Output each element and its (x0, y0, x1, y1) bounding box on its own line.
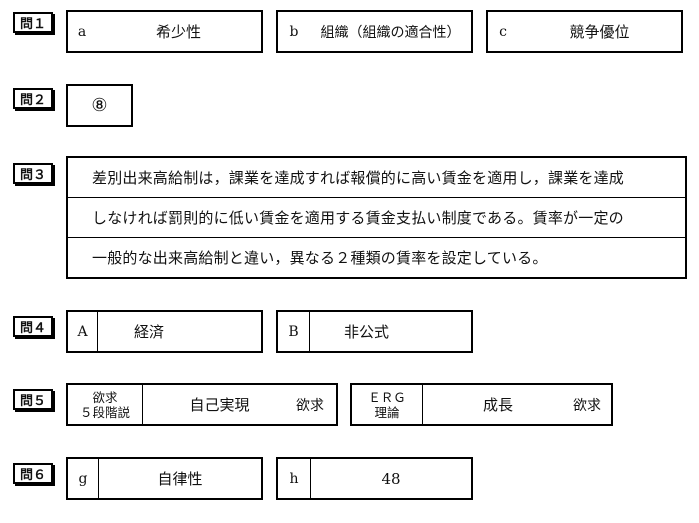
q3-line-3: 一般的な出来高給制と違い，異なる２種類の賃率を設定している。 (68, 237, 685, 277)
question-1-label: 問１ (13, 12, 53, 33)
q3-line-2: しなければ罰則的に低い賃金を適用する賃金支払い制度である。賃率が一定の (68, 197, 685, 237)
q5-key-1: 欲求 ５段階説 (68, 385, 142, 424)
q4-key-b: B (278, 312, 310, 351)
q5-key-1-line-1: 欲求 (92, 389, 118, 405)
q5-value-2: 成長 (422, 385, 573, 424)
question-6-label: 問６ (13, 463, 53, 484)
q1-answer-a: a 希少性 (66, 10, 263, 53)
question-5-label: 問５ (13, 389, 53, 410)
q4-value-b: 非公式 (344, 323, 390, 341)
q4-value-a: 経済 (134, 323, 165, 341)
q1-answer-b: b 組織（組織の適合性） (276, 10, 473, 53)
q1-key-c: c (499, 23, 507, 40)
q2-answer: ⑧ (91, 95, 108, 116)
q6-value-g: 自律性 (98, 459, 261, 498)
q5-answer-2: ＥＲＧ 理論 成長 欲求 (350, 383, 613, 426)
q1-value-c: 競争優位 (569, 23, 630, 41)
q1-key-a: a (77, 23, 87, 40)
q1-value-a: 希少性 (155, 23, 201, 41)
q4-answer-a: A 経済 (66, 310, 263, 353)
q6-key-h: h (289, 470, 299, 487)
question-4-label: 問４ (13, 316, 53, 337)
q4-key-a: A (68, 312, 98, 351)
q5-key-1-line-2: ５段階説 (79, 404, 130, 420)
q6-answer-h: h 48 (276, 457, 473, 500)
q1-value-b: 組織（組織の適合性） (320, 24, 461, 41)
q6-value-h: 48 (310, 459, 471, 498)
q5-key-2-line-2: 理論 (374, 404, 400, 420)
q6-answer-g: g 自律性 (66, 457, 263, 500)
q5-key-2: ＥＲＧ 理論 (352, 385, 422, 424)
q6-key-g: g (78, 470, 88, 487)
q5-answer-1: 欲求 ５段階説 自己実現 欲求 (66, 383, 338, 426)
q1-key-b: b (289, 23, 299, 40)
q3-answer-box: 差別出来高給制は，課業を達成すれば報償的に高い賃金を適用し，課業を達成 しなけれ… (66, 156, 687, 279)
q1-answer-c: c 競争優位 (486, 10, 683, 53)
q5-value-1: 自己実現 (142, 385, 296, 424)
q3-line-1: 差別出来高給制は，課業を達成すれば報償的に高い賃金を適用し，課業を達成 (92, 169, 625, 187)
q5-suffix-1: 欲求 (296, 397, 324, 414)
question-2-label: 問２ (13, 88, 53, 109)
q2-answer-box: ⑧ (66, 84, 133, 127)
q5-suffix-2: 欲求 (573, 397, 601, 414)
q4-answer-b: B 非公式 (276, 310, 473, 353)
question-3-label: 問３ (13, 163, 53, 184)
q5-key-2-line-1: ＥＲＧ (368, 389, 406, 405)
